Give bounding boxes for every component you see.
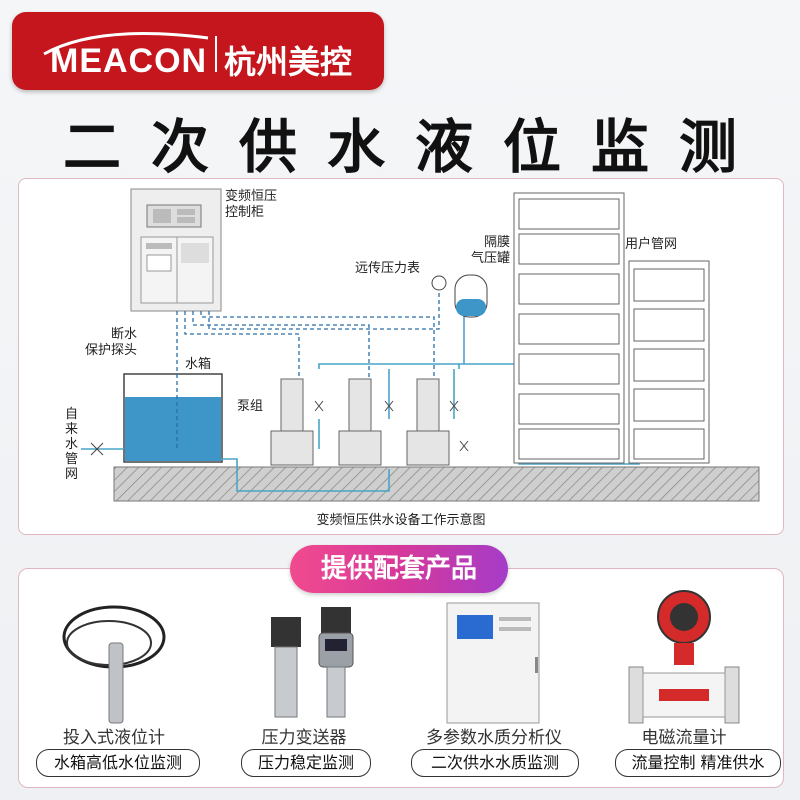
level-gauge-icon <box>62 605 166 724</box>
label-pump-group: 泵组 <box>237 399 264 414</box>
label-water-tank: 水箱 <box>185 357 212 372</box>
ground-hatch <box>113 466 760 502</box>
pump-group-icon <box>270 378 450 466</box>
label-user-network: 用户管网 <box>625 237 678 252</box>
product-tag: 压力稳定监测 <box>241 749 371 777</box>
logo-swoosh-icon <box>43 32 209 56</box>
water-tank-icon <box>123 373 223 463</box>
product-tag: 二次供水水质监测 <box>411 749 579 777</box>
pressure-transmitter-icon <box>271 607 354 718</box>
flow-meter-icon <box>628 590 740 724</box>
control-cabinet-icon <box>130 188 222 312</box>
product-tag: 流量控制 精准供水 <box>615 749 781 777</box>
label-tap-water: 自 来 水 管 网 <box>65 407 79 482</box>
building-left-icon <box>513 192 625 464</box>
section-banner: 提供配套产品 <box>290 545 508 593</box>
brand-logo: MEACON 杭州美控 <box>12 12 384 90</box>
product-water-quality-analyzer[interactable]: 多参数水质分析仪 二次供水水质监测 <box>399 569 589 787</box>
product-name: 电磁流量计 <box>641 728 727 748</box>
label-control-cabinet: 变频恒压 控制柜 <box>225 189 278 220</box>
remote-gauge-icon <box>431 275 447 291</box>
logo-divider <box>215 36 217 72</box>
diagram-caption: 变频恒压供水设备工作示意图 <box>316 513 486 528</box>
water-quality-analyzer-icon <box>446 602 540 724</box>
brand-name-en: MEACON <box>50 42 208 80</box>
brand-name-cn: 杭州美控 <box>224 43 353 81</box>
system-diagram: 变频恒压 控制柜 断水 保护探头 水箱 远传压力表 隔膜 气压罐 用户管网 泵组… <box>18 178 784 535</box>
products-panel: 投入式液位计 水箱高低水位监测 压力变送器 压力稳定监测 多参数水质分析仪 二次… <box>18 568 784 788</box>
diaphragm-tank-icon <box>454 274 488 318</box>
signal-lines <box>176 289 440 449</box>
label-cutoff-probe: 断水 保护探头 <box>85 327 138 358</box>
page-title: 二次供水液位监测 <box>62 113 767 181</box>
product-name: 多参数水质分析仪 <box>426 728 562 748</box>
product-name: 投入式液位计 <box>63 728 165 748</box>
product-level-gauge[interactable]: 投入式液位计 水箱高低水位监测 <box>19 569 209 787</box>
product-name: 压力变送器 <box>261 728 347 748</box>
building-right-icon <box>628 260 710 464</box>
product-tag: 水箱高低水位监测 <box>36 749 200 777</box>
valve-icons <box>90 400 469 456</box>
diagram-drawing <box>81 188 760 502</box>
label-diaphragm-tank: 隔膜 气压罐 <box>471 235 511 266</box>
label-remote-gauge: 远传压力表 <box>355 261 421 276</box>
product-flow-meter[interactable]: 电磁流量计 流量控制 精准供水 <box>589 569 781 787</box>
product-pressure-transmitter[interactable]: 压力变送器 压力稳定监测 <box>209 569 399 787</box>
